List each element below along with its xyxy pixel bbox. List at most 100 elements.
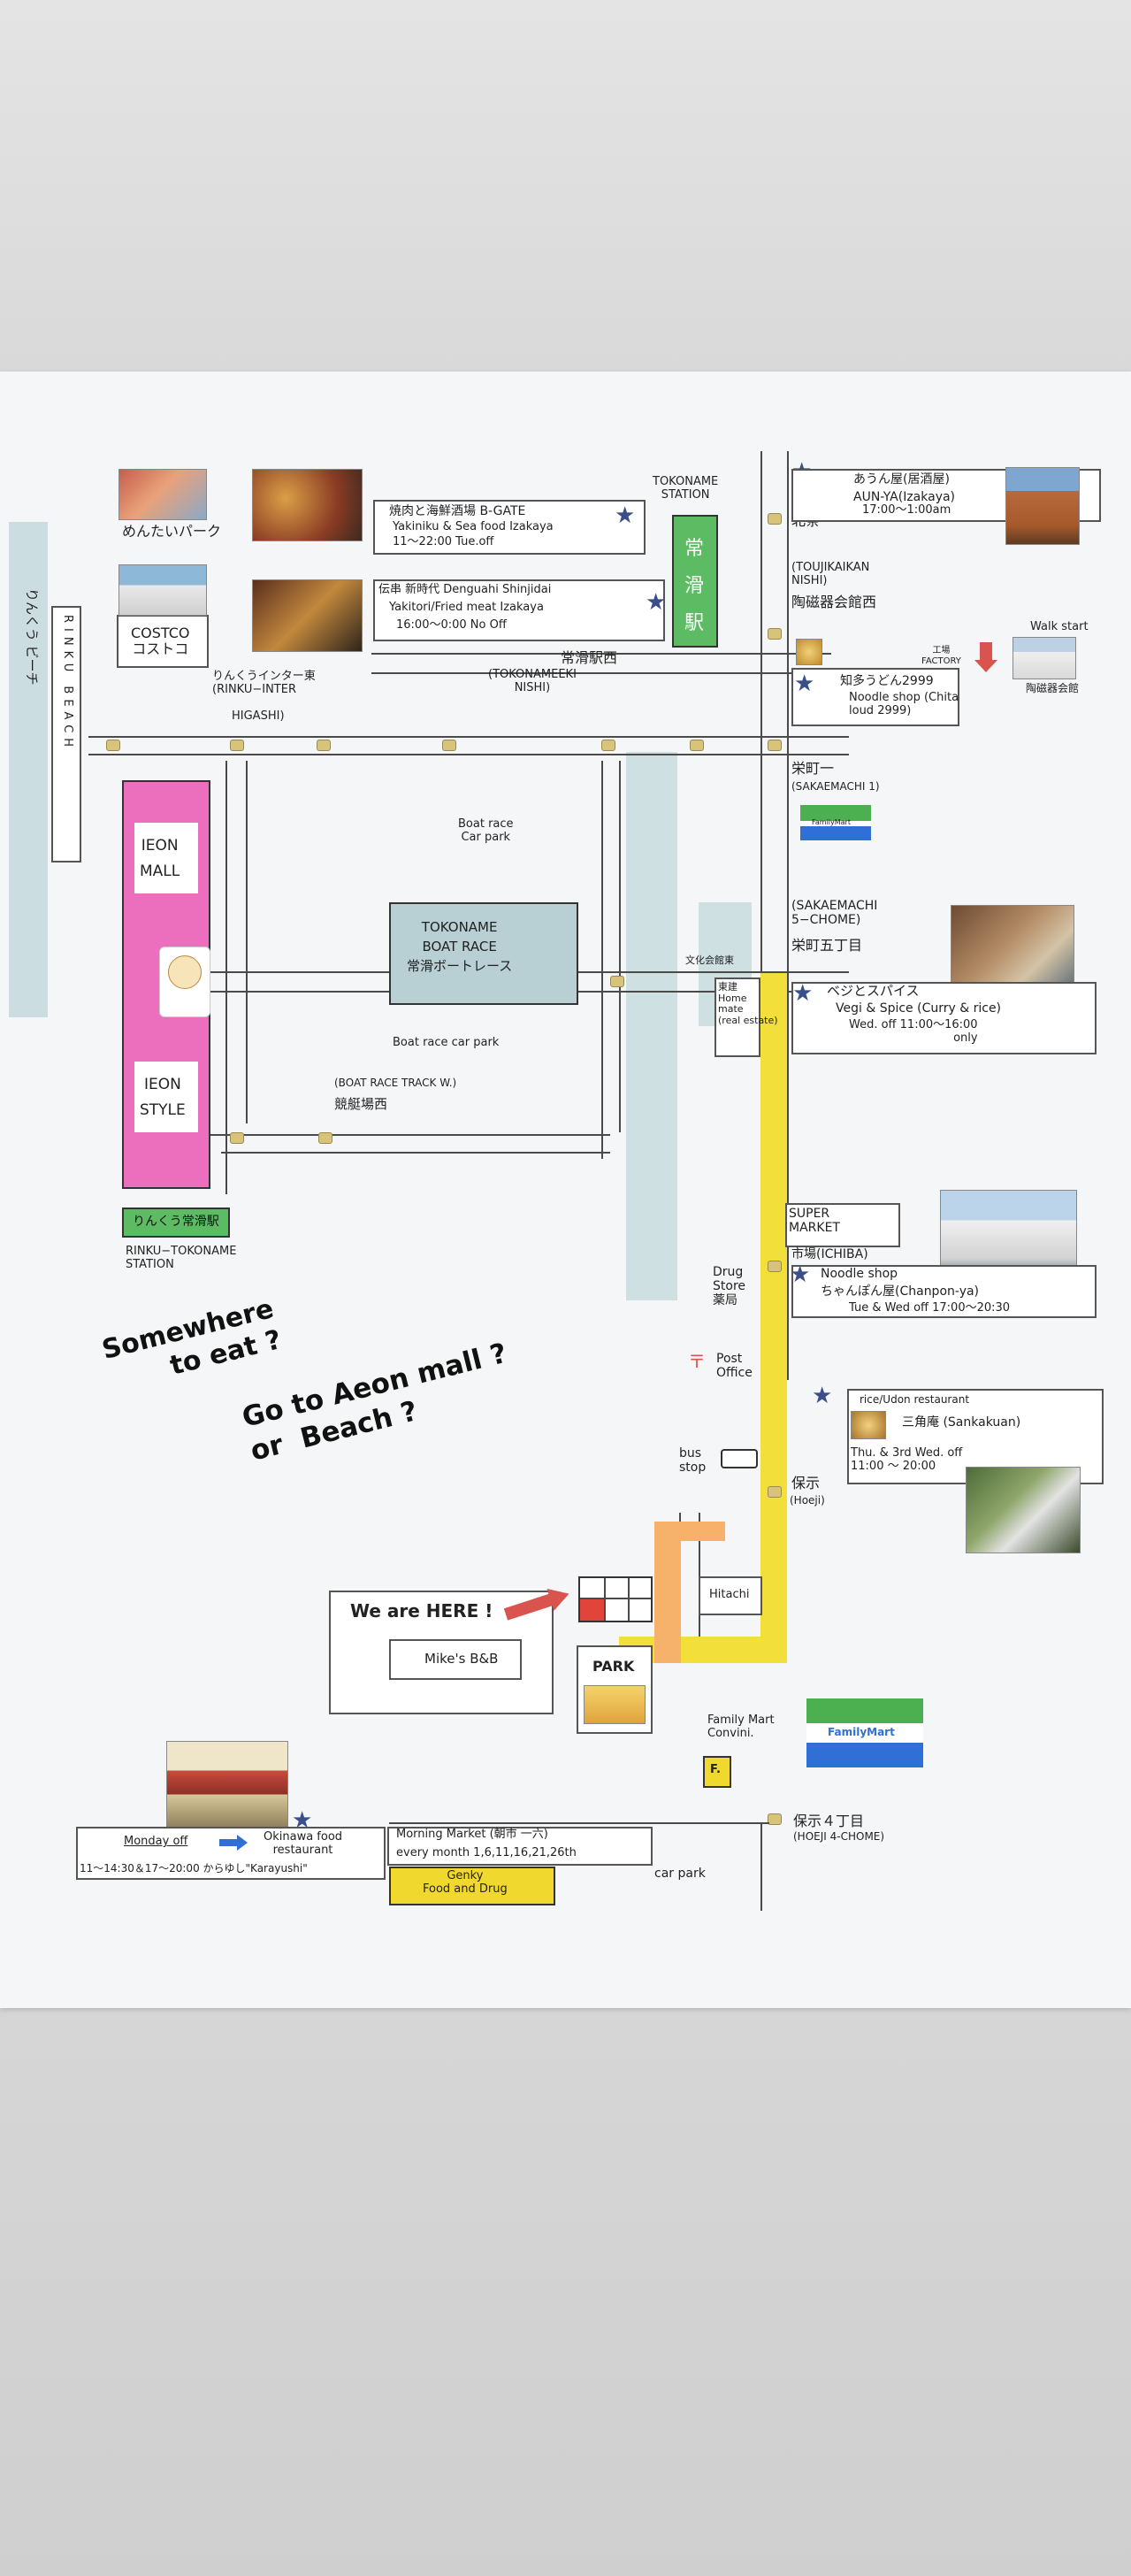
label-sakaemachi-5: (SAKAEMACHI 5−CHOME)	[791, 899, 878, 928]
label-familymart-big: FamilyMart	[828, 1726, 895, 1738]
label-tokoname-station-jp: 常滑駅	[684, 538, 705, 634]
label-factory: 工場 FACTORY	[921, 646, 961, 666]
karayushi-box	[76, 1827, 386, 1880]
label-monday-off: Monday off	[124, 1835, 188, 1848]
park-photo	[584, 1685, 646, 1724]
vegi-spice-photo	[951, 905, 1074, 992]
udon-icon-photo	[851, 1411, 886, 1439]
label-hoeji4-en: (HOEJI 4-CHOME)	[793, 1830, 885, 1843]
label-hoeji4-jp: 保示４丁目	[793, 1813, 865, 1829]
label-bgate-en: Yakiniku & Sea food Izakaya	[393, 520, 554, 533]
label-vegi-jp: ベジとスパイス	[827, 983, 920, 999]
label-sakaemachi1-jp: 栄町一	[791, 760, 835, 777]
traffic-signal	[768, 1261, 782, 1272]
road-main-horizontal	[88, 736, 849, 738]
mikes-bnb-location-red	[580, 1599, 604, 1621]
label-mentai-park: めんたいパーク	[122, 523, 222, 540]
karayushi-photo	[166, 1741, 288, 1838]
label-walk-start: Walk start	[1030, 620, 1089, 633]
chita-udon-box	[791, 668, 959, 726]
label-toujikaikan-bldg: 陶磁器会館	[1026, 682, 1080, 694]
traffic-signal	[768, 513, 782, 525]
toujikaikan-photo	[1013, 637, 1076, 679]
traffic-signal	[317, 740, 331, 751]
eon-style-label-bg	[134, 1062, 198, 1132]
traffic-signal	[768, 740, 782, 751]
traffic-signal	[106, 740, 120, 751]
tokai-home-box	[715, 978, 760, 1057]
label-bgate-jp: 焼肉と海鮮酒場 B-GATE	[389, 504, 526, 518]
label-tokai-home: 東建 Home mate (real estate)	[718, 981, 778, 1026]
arrow-icon	[219, 1839, 239, 1846]
handwriting-somewhere-to-eat: Somewhere to eat ?	[99, 1293, 285, 1382]
walking-route	[760, 973, 787, 1663]
grid-line	[604, 1578, 606, 1621]
label-tokoname-eki-nishi-en: (TOKONAMEEKI NISHI)	[488, 668, 577, 694]
costco-photo	[118, 564, 207, 616]
label-hoeji-en: (Hoeji)	[790, 1494, 825, 1506]
costco-box	[117, 615, 209, 668]
champon-photo	[940, 1190, 1077, 1276]
traffic-signal	[768, 1486, 782, 1498]
road-upper-horizontal-2	[371, 672, 831, 674]
label-rinku-inter: りんくうインター東 (RINKU−INTER	[212, 670, 316, 696]
label-vegi-en: Vegi & Spice (Curry & rice)	[836, 1001, 1002, 1016]
star-icon: ★	[790, 1261, 811, 1288]
food-photo-bgate	[252, 469, 363, 541]
label-boat-race-carpark-top: Boat race Car park	[458, 817, 514, 844]
rinku-beach-box	[51, 606, 81, 862]
handwriting-go-to-aeon: Go to Aeon mall ? or Beach ?	[239, 1337, 510, 1468]
traffic-signal	[230, 1132, 244, 1144]
label-familymart-small: FamilyMart	[812, 818, 851, 826]
traffic-signal	[768, 1813, 782, 1825]
road-vertical-center	[699, 1513, 700, 1637]
dengushi-restaurant-box	[373, 579, 665, 641]
post-office-icon: 〒	[688, 1351, 706, 1372]
label-kyoteijo-nishi: 競艇場西	[334, 1096, 388, 1112]
wall-background-bottom	[0, 2008, 1131, 2576]
vegi-spice-box	[791, 982, 1097, 1054]
label-familymart-conv: Family Mart Convini.	[707, 1714, 775, 1740]
label-ichiba: 市場(ICHIBA)	[791, 1247, 868, 1261]
label-boat-race-carpark-bottom: Boat race car park	[393, 1036, 500, 1049]
label-toujikaikan-jp: 陶磁器会館西	[791, 594, 877, 610]
traffic-signal	[230, 740, 244, 751]
label-sakaemachi1-en: (SAKAEMACHI 1)	[791, 780, 880, 793]
walking-route-orange-top	[654, 1522, 725, 1541]
road-vertical-left-2	[246, 761, 248, 1123]
label-sankakuan-type: rice/Udon restaurant	[860, 1393, 970, 1406]
label-eon-mall: IEON MALL	[140, 837, 180, 880]
label-eon-style: IEON STYLE	[140, 1076, 186, 1119]
maneki-neko-face	[168, 955, 202, 989]
label-sankakuan-hours: Thu. & 3rd Wed. off 11:00 〜 20:00	[851, 1446, 963, 1473]
label-karayushi-hours: 11〜14:30＆17〜20:00 からゆし"Karayushi"	[80, 1862, 308, 1874]
label-every-month: every month 1,6,11,16,21,26th	[396, 1846, 577, 1859]
arrow-icon-head	[974, 660, 997, 672]
label-rinku-beach-en: RINKU BEACH	[61, 615, 74, 753]
grid-line	[628, 1578, 630, 1621]
label-bus-stop: bus stop	[679, 1446, 707, 1476]
morning-market-box	[387, 1827, 653, 1866]
traffic-signal	[601, 740, 615, 751]
label-rinku-tokoname-station-jp: りんくう常滑駅	[133, 1215, 219, 1229]
label-drug-store: Drug Store 薬局	[713, 1265, 746, 1308]
grid-line	[580, 1598, 651, 1599]
label-morning-market: Morning Market (朝市 一六)	[396, 1828, 548, 1841]
road-vertical-mid	[601, 761, 603, 1159]
label-hoeji-jp: 保示	[791, 1475, 821, 1491]
label-tokoname-eki-nishi: 常滑駅西	[561, 649, 618, 666]
label-chita-en: Noodle shop (Chita loud 2999)	[849, 691, 959, 717]
label-champon-jp: ちゃんぽん屋(Chanpon-ya)	[821, 1284, 980, 1299]
familymart-sign-small	[800, 805, 871, 840]
label-dengushi-hours: 16:00〜0:00 No Off	[396, 618, 507, 632]
udon-photo	[796, 639, 822, 665]
label-sakaemachi-5-jp: 栄町五丁目	[791, 937, 863, 954]
star-icon: ★	[615, 502, 636, 529]
mikes-bnb-box	[389, 1639, 522, 1680]
traffic-signal	[442, 740, 456, 751]
tokoname-boat-race	[389, 902, 578, 1005]
road-vertical-right-2	[787, 451, 789, 1380]
road-upper-horizontal	[371, 653, 831, 655]
traffic-signal	[610, 976, 624, 987]
star-icon: ★	[812, 1383, 833, 1409]
